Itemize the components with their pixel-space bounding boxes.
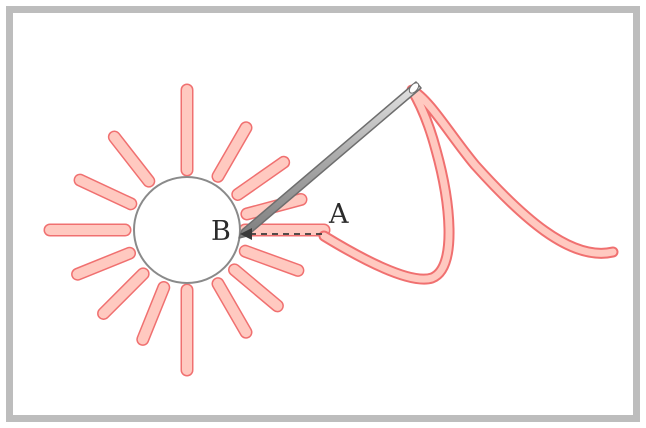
point-a-label: A: [328, 199, 349, 230]
point-b-label: B: [211, 216, 231, 247]
diagram-frame: [10, 10, 637, 419]
